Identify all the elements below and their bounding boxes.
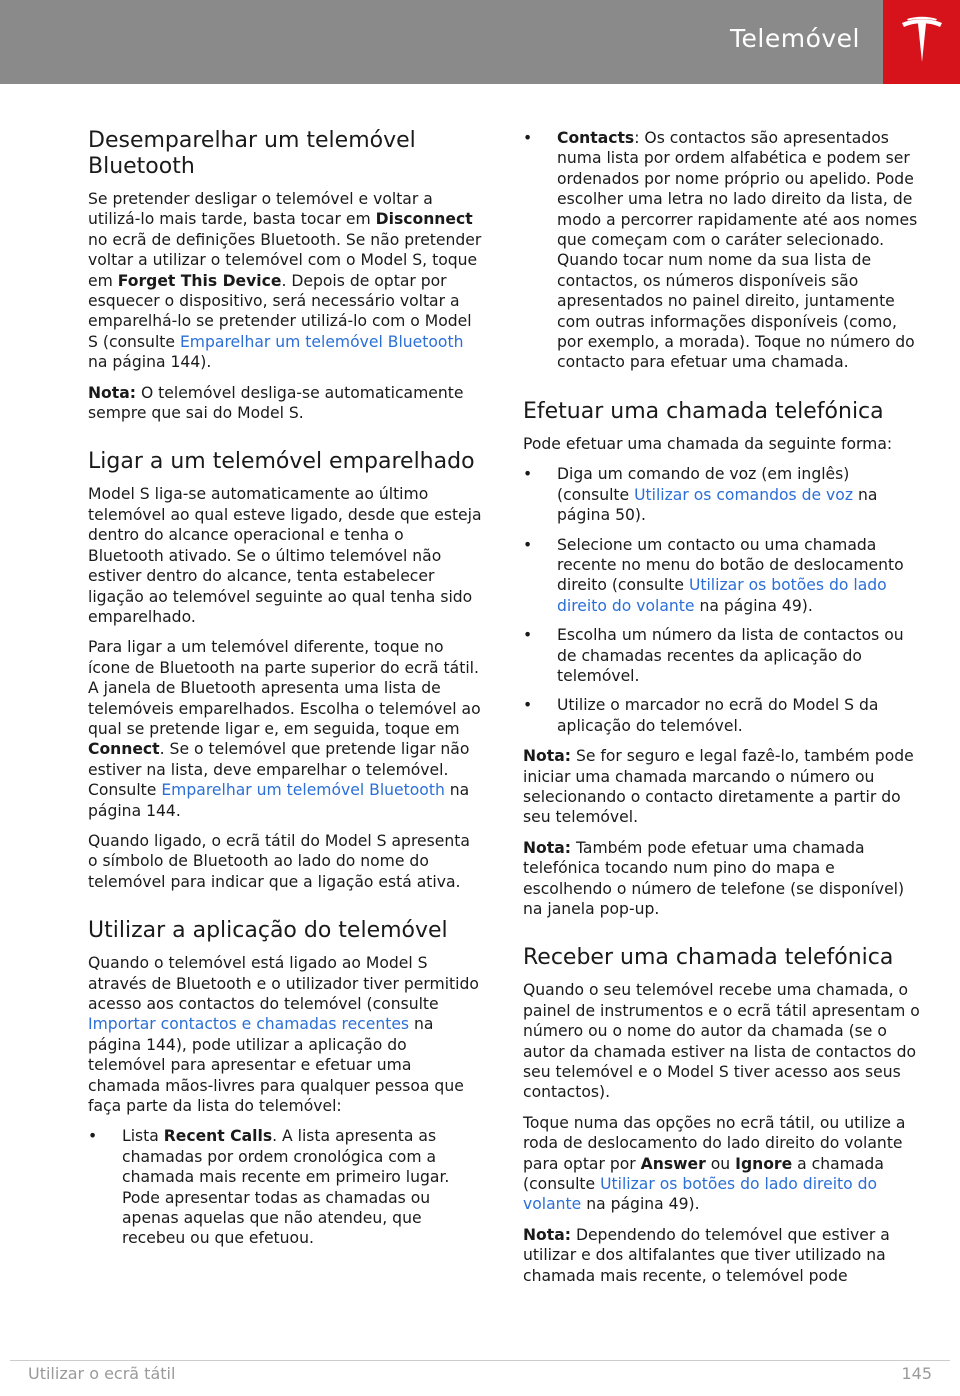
page-header: Telemóvel (0, 0, 960, 84)
list-phone-app: Lista Recent Calls. A lista apresenta as… (88, 1126, 484, 1248)
tesla-logo (883, 0, 960, 84)
note-speakers: Nota: Dependendo do telemóvel que estive… (523, 1225, 890, 1285)
link-voice-commands[interactable]: Utilizar os comandos de voz (634, 485, 854, 504)
list-item-recent-calls: Lista Recent Calls. A lista apresenta as… (88, 1126, 484, 1248)
link-steering-buttons-2[interactable]: Utilizar os botões do lado direito do vo… (523, 1175, 878, 1214)
heading-unpair: Desemparelhar um telemóvel Bluetooth (88, 128, 416, 179)
header-title: Telemóvel (729, 24, 860, 53)
list-item-voice: Diga um comando de voz (em inglês) (cons… (523, 464, 921, 525)
paragraph-answer-ignore: Toque numa das opções no ecrã tátil, ou … (523, 1113, 906, 1214)
list-phone-app-cont: Contacts: Os contactos são apresentados … (523, 128, 921, 373)
list-item-dialer: Utilize o marcador no ecrã do Model S da… (523, 695, 921, 736)
paragraph-connected: Quando ligado, o ecrã tátil do Model S a… (88, 831, 470, 891)
link-steering-buttons[interactable]: Utilizar os botões do lado direito do vo… (557, 576, 887, 615)
heading-phone-app: Utilizar a aplicação do telemóvel (88, 918, 448, 944)
paragraph-auto-connect: Model S liga-se automaticamente ao últim… (88, 485, 482, 626)
list-item-contacts: Contacts: Os contactos são apresentados … (523, 128, 921, 373)
list-item-scroll-menu: Selecione um contacto ou uma chamada rec… (523, 535, 921, 617)
note-disconnect: Nota: O telemóvel desliga-se automaticam… (88, 383, 464, 423)
footer-divider (10, 1360, 950, 1361)
link-pair-phone-2[interactable]: Emparelhar um telemóvel Bluetooth (161, 781, 445, 800)
paragraph-connect-other: Para ligar a um telemóvel diferente, toq… (88, 638, 481, 820)
list-make-call: Diga um comando de voz (em inglês) (cons… (523, 464, 921, 736)
note-dial-phone: Nota: Se for seguro e legal fazê-lo, tam… (523, 747, 914, 827)
link-pair-phone[interactable]: Emparelhar um telemóvel Bluetooth (179, 332, 464, 351)
paragraph-unpair: Se pretender desligar o telemóvel e volt… (88, 190, 482, 372)
heading-receive-call: Receber uma chamada telefónica (523, 945, 894, 971)
paragraph-make-call: Pode efetuar uma chamada da seguinte for… (523, 434, 893, 453)
right-column: Contacts: Os contactos são apresentados … (523, 128, 921, 1296)
left-column: Desemparelhar um telemóvel Bluetooth Se … (88, 124, 484, 1259)
heading-connect: Ligar a um telemóvel emparelhado (88, 449, 475, 475)
link-import-contacts[interactable]: Importar contactos e chamadas recentes (88, 1015, 410, 1034)
footer-page-number: 145 (901, 1364, 932, 1383)
list-item-choose-number: Escolha um número da lista de contactos … (523, 625, 921, 686)
paragraph-phone-app: Quando o telemóvel está ligado ao Model … (88, 954, 479, 1116)
note-map-pin: Nota: Também pode efetuar uma chamada te… (523, 838, 905, 918)
heading-make-call: Efetuar uma chamada telefónica (523, 398, 884, 424)
footer-section: Utilizar o ecrã tátil (28, 1364, 176, 1383)
tesla-logo-icon (902, 16, 942, 62)
paragraph-receive-call: Quando o seu telemóvel recebe uma chamad… (523, 981, 920, 1102)
